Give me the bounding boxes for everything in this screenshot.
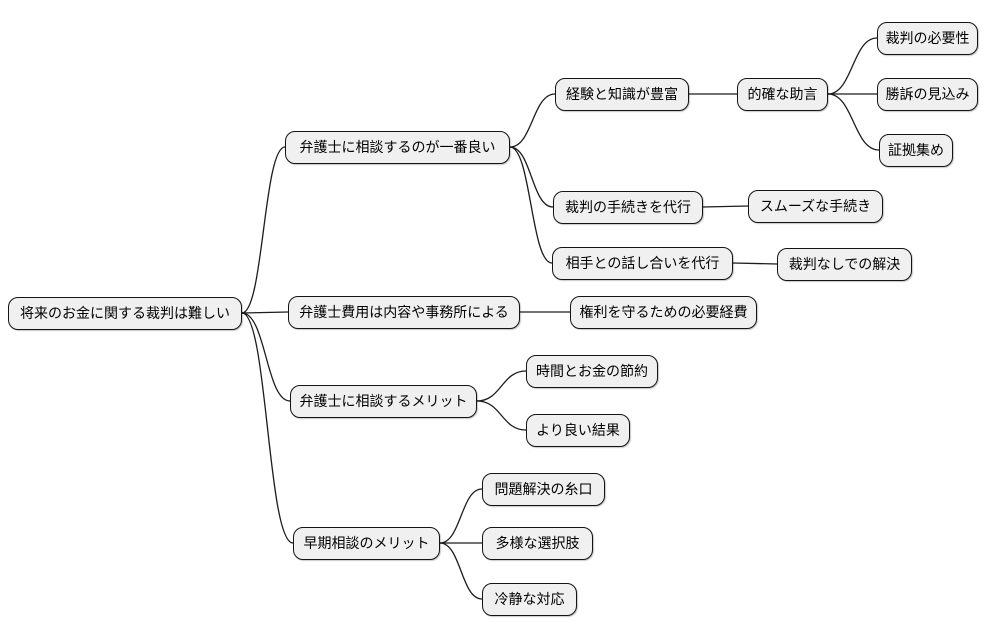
mindmap-node-early-consult-merits[interactable]: 早期相談のメリット [293,526,440,560]
edge-consult-lawyer-best--experience-knowledge [509,93,556,148]
edge-accurate-advice--evidence-gathering [827,93,880,151]
edge-consult-lawyer-best--negotiation-proxy [509,146,553,264]
mindmap-node-court-procedures-proxy[interactable]: 裁判の手続きを代行 [553,190,703,224]
mindmap-node-root[interactable]: 将来のお金に関する裁判は難しい [8,296,242,330]
mindmap-node-label: 相手との話し合いを代行 [565,255,720,271]
mindmap-node-winning-prospects[interactable]: 勝訴の見込み [877,77,978,111]
mindmap-node-lawyer-fees-vary[interactable]: 弁護士費用は内容や事務所による [288,295,520,329]
edge-consult-merits--save-time-money [476,370,527,402]
mindmap-node-trial-necessity[interactable]: 裁判の必要性 [877,21,978,55]
mindmap-node-label: 裁判なしでの解決 [788,256,901,272]
mindmap-node-diverse-options[interactable]: 多様な選択肢 [482,526,593,560]
mindmap-node-label: 裁判の手続きを代行 [565,199,691,215]
edge-early-consult-merits--problem-solving-clue [439,488,483,544]
mindmap-node-label: 弁護士費用は内容や事務所による [299,304,509,320]
mindmap-node-label: 早期相談のメリット [303,535,430,551]
mindmap-node-better-results[interactable]: より良い結果 [526,413,630,447]
mindmap-node-label: 将来のお金に関する裁判は難しい [20,305,230,321]
edge-consult-lawyer-best--court-procedures-proxy [509,146,554,208]
mindmap-node-calm-response[interactable]: 冷静な対応 [482,582,577,616]
mindmap-node-label: スムーズな手続き [759,198,872,214]
mindmap-node-consult-merits[interactable]: 弁護士に相談するメリット [290,384,477,418]
mindmap-node-necessary-expense[interactable]: 権利を守るための必要経費 [570,295,757,329]
mindmap-node-evidence-gathering[interactable]: 証拠集め [879,133,953,167]
edge-court-procedures-proxy--smooth-procedures [702,205,749,208]
mindmap-node-label: 証拠集め [888,142,944,158]
mindmap-node-label: 裁判の必要性 [885,30,970,46]
mindmap-node-label: 経験と知識が豊富 [566,86,678,102]
edge-accurate-advice--trial-necessity [827,37,878,95]
edge-root--lawyer-fees-vary [241,311,289,314]
mindmap-node-label: 問題解決の糸口 [494,481,593,497]
mindmap-node-label: 弁護士に相談するメリット [299,393,468,409]
mindmap-node-label: 弁護士に相談するのが一番良い [299,139,496,155]
mindmap-node-negotiation-proxy[interactable]: 相手との話し合いを代行 [552,246,733,280]
mindmap-node-label: 勝訴の見込み [885,86,970,102]
mindmap-node-label: 的確な助言 [747,86,818,102]
edge-root--early-consult-merits [241,312,294,544]
mindmap-node-label: 冷静な対応 [494,591,565,607]
mindmap-node-label: 権利を守るための必要経費 [579,304,748,320]
mindmap-node-consult-lawyer-best[interactable]: 弁護士に相談するのが一番良い [285,130,510,164]
mindmap-node-save-time-money[interactable]: 時間とお金の節約 [526,354,658,388]
mindmap-node-label: より良い結果 [536,422,620,438]
mindmap-node-problem-solving-clue[interactable]: 問題解決の糸口 [482,472,605,506]
mindmap-node-label: 多様な選択肢 [495,535,580,551]
mindmap-node-accurate-advice[interactable]: 的確な助言 [737,77,828,111]
mindmap-node-settle-without-trial[interactable]: 裁判なしでの解決 [777,247,912,281]
mindmap-node-experience-knowledge[interactable]: 経験と知識が豊富 [555,77,689,111]
edge-early-consult-merits--calm-response [439,542,483,600]
edge-consult-merits--better-results [476,400,527,431]
edge-root--consult-merits [241,312,291,402]
edge-root--consult-lawyer-best [241,146,286,314]
mindmap-node-label: 時間とお金の節約 [536,363,648,379]
edge-negotiation-proxy--settle-without-trial [732,262,778,265]
mindmap-node-smooth-procedures[interactable]: スムーズな手続き [748,189,883,223]
